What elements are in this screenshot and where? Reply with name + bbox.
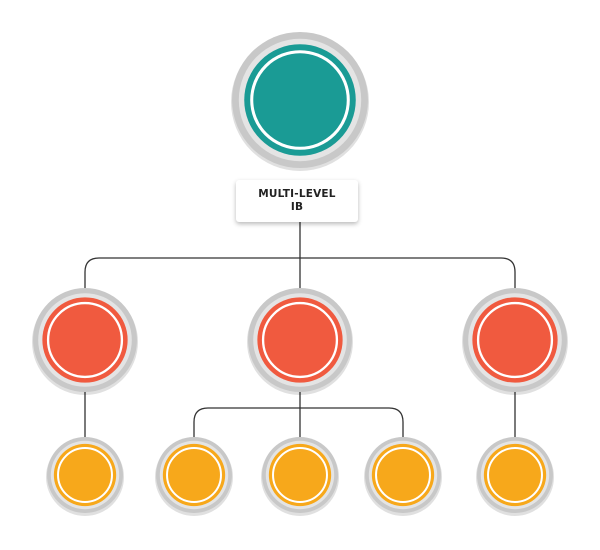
level2-node-4 bbox=[476, 437, 554, 516]
node-fill bbox=[53, 443, 117, 507]
level1-node-1 bbox=[247, 288, 353, 395]
node-fill bbox=[244, 44, 356, 156]
root-node bbox=[231, 32, 369, 171]
level2-node-1 bbox=[155, 437, 233, 516]
node-fill bbox=[472, 297, 558, 383]
level2-node-3 bbox=[364, 437, 442, 516]
node-fill bbox=[371, 443, 435, 507]
root-label-line1: MULTI-LEVEL bbox=[258, 188, 336, 200]
level2-node-2 bbox=[261, 437, 339, 516]
node-fill bbox=[162, 443, 226, 507]
level1-node-0 bbox=[32, 288, 138, 395]
connector-level2-bracket bbox=[193, 407, 404, 437]
root-label-line2: IB bbox=[290, 201, 304, 213]
root-label-box: MULTI-LEVEL IB bbox=[236, 180, 358, 222]
node-fill bbox=[268, 443, 332, 507]
level2-node-0 bbox=[46, 437, 124, 516]
node-fill bbox=[42, 297, 128, 383]
level1-node-2 bbox=[462, 288, 568, 395]
connector-lines bbox=[84, 222, 516, 437]
node-fill bbox=[257, 297, 343, 383]
nodes-group bbox=[32, 32, 568, 516]
node-fill bbox=[483, 443, 547, 507]
